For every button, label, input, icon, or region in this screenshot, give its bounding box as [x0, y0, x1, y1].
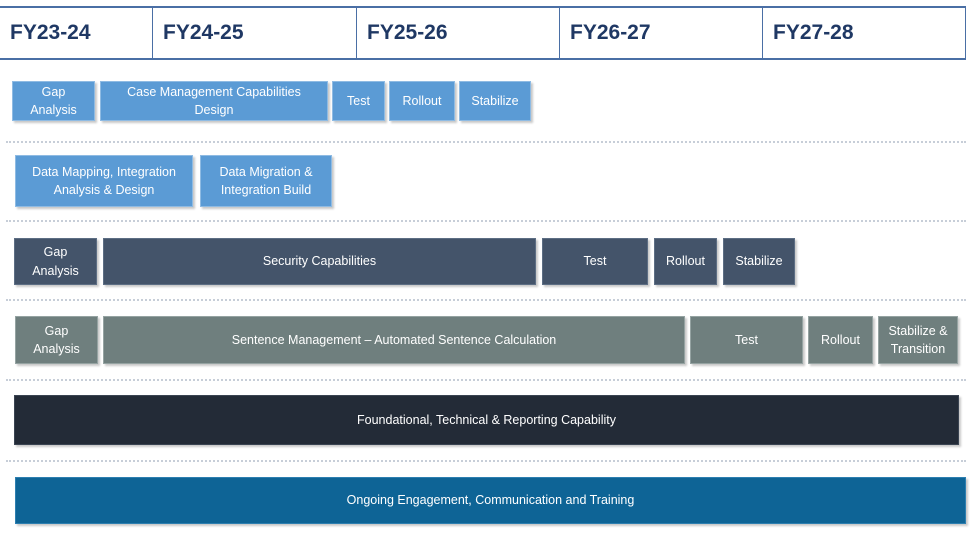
- year-header-fy27-28: FY27-28: [762, 6, 966, 60]
- row-separator: [6, 141, 966, 143]
- case-gap-analysis-box: Gap Analysis: [12, 81, 95, 121]
- year-header-fy26-27: FY26-27: [559, 6, 762, 60]
- year-header-fy24-25: FY24-25: [152, 6, 356, 60]
- sentence-management-box: Sentence Management – Automated Sentence…: [103, 316, 685, 364]
- security-rollout-box: Rollout: [654, 238, 717, 285]
- sentence-test-box: Test: [690, 316, 803, 364]
- year-header-fy25-26: FY25-26: [356, 6, 559, 60]
- case-test-box: Test: [332, 81, 385, 121]
- ongoing-engagement-bar: Ongoing Engagement, Communication and Tr…: [15, 477, 966, 524]
- year-header-fy23-24: FY23-24: [0, 6, 153, 60]
- security-capabilities-box: Security Capabilities: [103, 238, 536, 285]
- row-separator: [6, 379, 966, 381]
- data-mapping-box: Data Mapping, Integration Analysis & Des…: [15, 155, 193, 207]
- row-separator: [6, 460, 966, 462]
- sentence-gap-analysis-box: Gap Analysis: [15, 316, 98, 364]
- case-stabilize-box: Stabilize: [459, 81, 531, 121]
- security-gap-analysis-box: Gap Analysis: [14, 238, 97, 285]
- sentence-rollout-box: Rollout: [808, 316, 873, 364]
- data-migration-box: Data Migration & Integration Build: [200, 155, 332, 207]
- row-separator: [6, 220, 966, 222]
- security-test-box: Test: [542, 238, 648, 285]
- foundational-capability-bar: Foundational, Technical & Reporting Capa…: [14, 395, 959, 445]
- row-separator: [6, 299, 966, 301]
- case-rollout-box: Rollout: [389, 81, 455, 121]
- fiscal-year-header: FY23-24 FY24-25 FY25-26 FY26-27 FY27-28: [0, 6, 966, 62]
- security-stabilize-box: Stabilize: [723, 238, 795, 285]
- sentence-stabilize-transition-box: Stabilize & Transition: [878, 316, 958, 364]
- case-management-design-box: Case Management Capabilities Design: [100, 81, 328, 121]
